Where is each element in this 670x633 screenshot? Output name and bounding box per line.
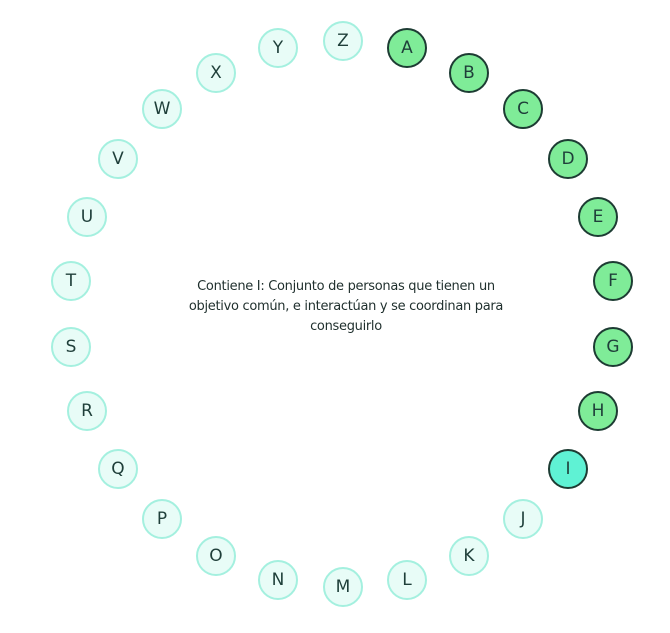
letter-w[interactable]: W	[142, 89, 182, 129]
letter-b[interactable]: B	[449, 53, 489, 93]
letter-p[interactable]: P	[142, 499, 182, 539]
letter-q[interactable]: Q	[98, 449, 138, 489]
letter-d[interactable]: D	[548, 139, 588, 179]
letter-r[interactable]: R	[67, 391, 107, 431]
letter-l[interactable]: L	[387, 560, 427, 600]
letter-z[interactable]: Z	[323, 21, 363, 61]
letter-c[interactable]: C	[503, 89, 543, 129]
letter-e[interactable]: E	[578, 197, 618, 237]
letter-s[interactable]: S	[51, 327, 91, 367]
letter-j[interactable]: J	[503, 499, 543, 539]
letter-k[interactable]: K	[449, 536, 489, 576]
clue-text: Contiene I: Conjunto de personas que tie…	[188, 279, 504, 334]
letter-x[interactable]: X	[196, 53, 236, 93]
letter-t[interactable]: T	[51, 261, 91, 301]
letter-g[interactable]: G	[593, 327, 633, 367]
letter-v[interactable]: V	[98, 139, 138, 179]
letter-n[interactable]: N	[258, 560, 298, 600]
letter-m[interactable]: M	[323, 567, 363, 607]
letter-h[interactable]: H	[578, 391, 618, 431]
letter-i[interactable]: I	[548, 449, 588, 489]
letter-o[interactable]: O	[196, 536, 236, 576]
letter-y[interactable]: Y	[258, 28, 298, 68]
letter-u[interactable]: U	[67, 197, 107, 237]
letter-f[interactable]: F	[593, 261, 633, 301]
letter-a[interactable]: A	[387, 28, 427, 68]
